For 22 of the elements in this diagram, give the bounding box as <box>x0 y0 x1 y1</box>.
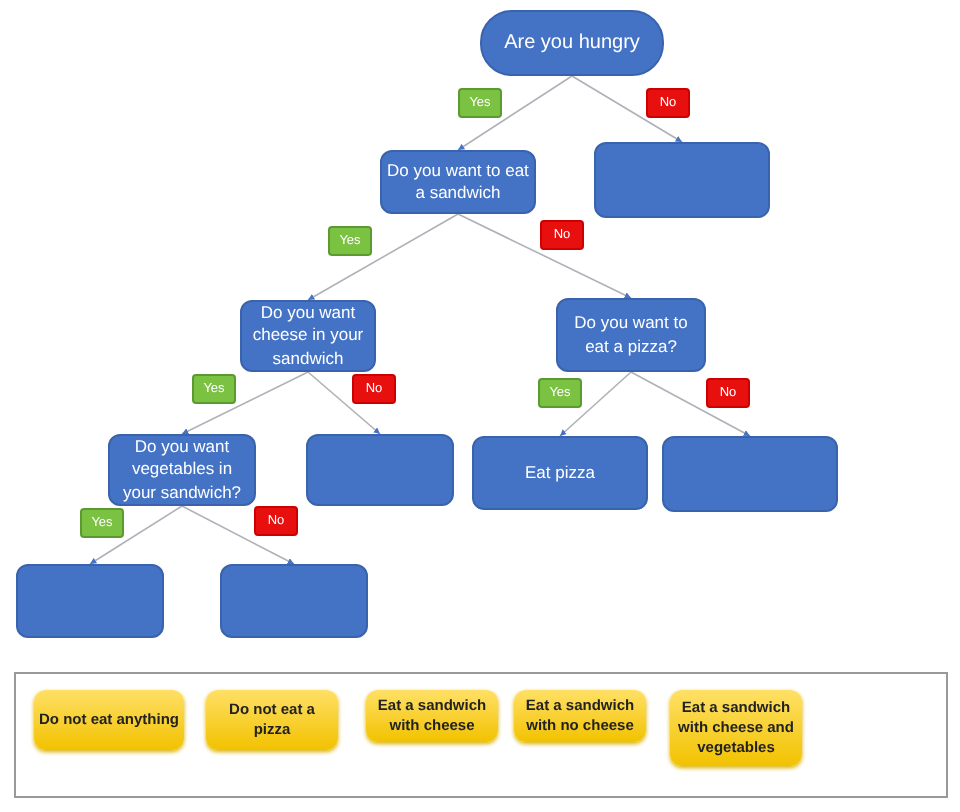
arrow <box>457 75 573 151</box>
empty-answer-box <box>594 142 770 218</box>
empty-answer-box <box>306 434 454 506</box>
start-terminal: Are you hungry <box>480 10 664 76</box>
decision-box: Do you want to eat a pizza? <box>556 298 706 372</box>
arrow <box>630 371 751 437</box>
answer-panel <box>14 672 948 798</box>
arrow <box>457 213 632 299</box>
arrow <box>571 75 683 143</box>
empty-answer-box <box>662 436 838 512</box>
arrow <box>181 505 295 565</box>
arrow <box>307 213 459 301</box>
arrow <box>181 371 309 435</box>
arrow <box>89 505 183 565</box>
decision-box: Do you want cheese in your sandwich <box>240 300 376 372</box>
empty-answer-box <box>220 564 368 638</box>
decision-box: Do you want vegetables in your sandwich? <box>108 434 256 506</box>
arrow <box>559 371 632 437</box>
decision-box: Do you want to eat a sandwich <box>380 150 536 214</box>
empty-answer-box <box>16 564 164 638</box>
decision-box: Eat pizza <box>472 436 648 510</box>
arrow <box>307 371 381 435</box>
